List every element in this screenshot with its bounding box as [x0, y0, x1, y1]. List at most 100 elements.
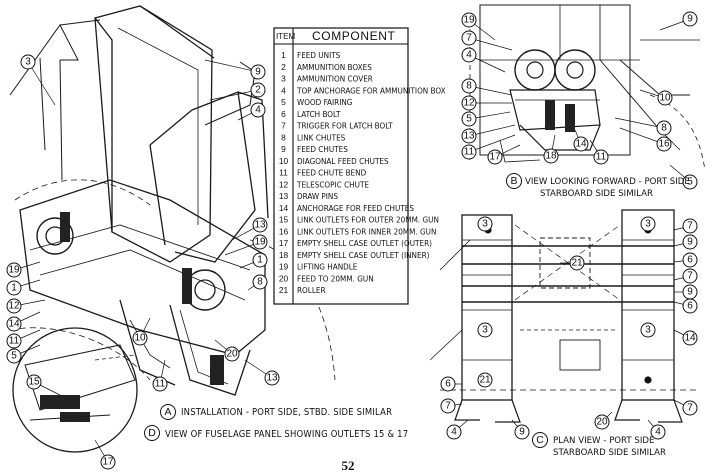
table-row: 8 LINK CHUTES [281, 132, 346, 142]
table-header-component: COMPONENT [312, 29, 395, 43]
callout-circle [152, 376, 168, 392]
callout-number: 5 [687, 177, 693, 188]
callout-circle [640, 322, 656, 338]
callout-number: 14 [575, 139, 587, 150]
callout-circle [573, 136, 589, 152]
c-callout: 7 [673, 218, 698, 234]
a-callout: 15 [26, 374, 61, 396]
view-c-letter: C [536, 434, 544, 446]
callout-bubbles: 3924131918191121411510201113151719748125… [6, 11, 698, 470]
table-component-name: LINK CHUTES [297, 132, 346, 142]
callout-circle [6, 298, 22, 314]
callout-circle [682, 174, 698, 190]
view-b-caption-group: B VIEW LOOKING FORWARD - PORT SIDE STARB… [506, 173, 690, 199]
callout-circle [132, 330, 148, 346]
callout-circle [477, 216, 493, 232]
callout-circle [250, 102, 266, 118]
table-item-number: 4 [281, 85, 286, 95]
callout-number: 9 [687, 287, 693, 298]
callout-circle [252, 252, 268, 268]
b-callout: 14 [573, 129, 589, 152]
b-callout: 5 [461, 111, 511, 127]
table-row: 5 WOOD FAIRING [281, 97, 353, 107]
c-callout: 3 [477, 322, 493, 338]
c-callout: 20 [594, 411, 613, 430]
callout-circle [569, 255, 585, 271]
table-item-number: 7 [281, 121, 286, 131]
table-component-name: WOOD FAIRING [297, 97, 353, 107]
b-callout: 12 [461, 95, 512, 111]
table-item-number: 10 [279, 156, 289, 166]
a-callout: 17 [94, 439, 116, 470]
table-item-number: 8 [281, 132, 286, 142]
leader-line [468, 134, 516, 153]
a-callout: 19 [224, 234, 268, 256]
callout-number: 12 [8, 301, 20, 312]
table-component-name: DIAGONAL FEED CHUTES [297, 156, 389, 166]
table-component-name: AMMUNITION COVER [297, 74, 373, 84]
a-callout: 5 [6, 344, 41, 364]
callout-number: 21 [479, 375, 491, 386]
table-header-item: ITEM [276, 32, 295, 41]
view-b-caption-line1: VIEW LOOKING FORWARD - PORT SIDE [525, 177, 690, 187]
b-callout: 18 [543, 134, 559, 164]
callout-number: 5 [11, 351, 17, 362]
c-callout: 6 [440, 376, 462, 392]
callout-number: 3 [482, 219, 488, 230]
callout-circle [682, 268, 698, 284]
callout-number: 4 [451, 427, 457, 438]
callout-circle [461, 12, 477, 28]
callout-circle [6, 333, 22, 349]
callout-circle [6, 280, 22, 296]
a-callout: 10 [132, 317, 151, 346]
a-callout: 19 [6, 261, 41, 278]
a-callout: 12 [6, 298, 46, 314]
callout-number: 6 [445, 379, 451, 390]
a-callout: 14 [6, 311, 41, 332]
callout-circle [514, 424, 530, 440]
callout-number: 4 [255, 105, 261, 116]
view-d-fuselage-panel-drawing [12, 327, 138, 453]
callout-number: 19 [254, 237, 266, 248]
b-callout: 11 [461, 134, 516, 160]
callout-circle [477, 372, 493, 388]
callout-number: 3 [25, 57, 31, 68]
callout-circle [461, 47, 477, 63]
leader-line [614, 117, 665, 129]
table-item-number: 5 [281, 97, 286, 107]
c-callout: 4 [647, 419, 666, 440]
callout-number: 17 [102, 457, 114, 468]
a-callout: 4 [237, 102, 266, 121]
c-callout: 14 [673, 329, 698, 346]
callout-number: 13 [266, 373, 278, 384]
callout-circle [682, 298, 698, 314]
table-item-number: 9 [281, 144, 286, 154]
table-item-number: 20 [279, 273, 289, 283]
leader-line [468, 124, 516, 137]
b-callout: 5 [669, 164, 698, 190]
a-callout: 9 [204, 59, 266, 80]
callout-number: 1 [11, 283, 17, 294]
callout-circle [594, 414, 610, 430]
callout-number: 11 [596, 152, 607, 163]
table-component-name: LATCH BOLT [297, 109, 341, 119]
callout-number: 8 [257, 277, 263, 288]
callout-circle [650, 424, 666, 440]
view-c-caption-group: C PLAN VIEW - PORT SIDE STARBOARD SIDE S… [532, 432, 666, 458]
c-callout: 6 [673, 298, 698, 314]
callout-circle [20, 54, 36, 70]
table-component-name: LIFTING HANDLE [297, 262, 358, 272]
leader-line [619, 127, 665, 145]
table-component-name: TELESCOPIC CHUTE [296, 179, 369, 189]
